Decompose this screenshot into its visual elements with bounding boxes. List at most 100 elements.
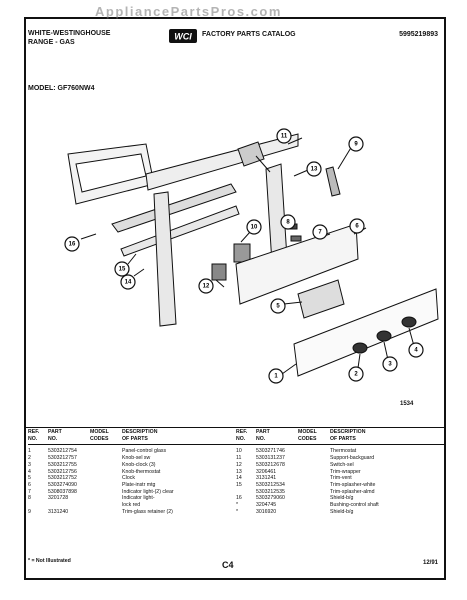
svg-text:14: 14 [125,280,132,286]
callout-8: 8 [280,214,296,230]
model-code-cell [90,448,122,455]
ref-cell: 7 [28,488,31,495]
part-number-cell: 5303131237 [256,455,285,462]
description-cell: Indicator light- [122,495,155,502]
footnote: * = Not Illustrated [28,558,71,564]
ref-cell: 8 [28,495,31,502]
part-10-thermostat [233,243,251,263]
callout-14: 14 [120,274,136,290]
callout-12: 12 [198,278,214,294]
description-cell: Indicator light-(2) clear [122,488,174,495]
description-cell: Plate-instr mtg [122,481,156,488]
model-code-cell [298,475,330,482]
model-code-cell [298,462,330,469]
model-code-cell [90,495,122,502]
description-cell: lock red [122,502,141,509]
ref-cell: * [236,502,239,509]
part-number-cell: 5303212754 [48,448,77,455]
model-code-cell [90,475,122,482]
model-code-cell [90,509,122,516]
ref-header: REF.NO. [236,429,248,442]
watermark: AppliancePartsPros.com [95,4,282,19]
ref-cell: 16 [236,495,242,502]
model-code-cell [90,455,122,462]
svg-text:1: 1 [274,374,278,380]
part-number-cell: 3016920 [256,508,277,515]
description-cell: Shield-b/g [330,508,354,515]
svg-text:5: 5 [276,304,280,310]
ref-header: REF.NO. [28,429,40,442]
model-code-cell [90,462,122,469]
part-4-knob [401,316,417,328]
svg-text:2: 2 [354,372,358,378]
ref-cell: 13 [236,468,242,475]
part-number-cell: 3201728 [48,495,69,502]
callout-4: 4 [408,342,424,358]
part-12-switch [211,263,227,281]
model-code-cell [298,502,330,509]
part-number-cell: 5303212534 [256,481,285,488]
svg-text:10: 10 [251,225,258,231]
part-number-cell: 3131240 [48,508,69,515]
svg-text:13: 13 [311,167,318,173]
ref-cell: 4 [28,468,31,475]
description-cell: Trim-glass retainer (2) [122,508,173,515]
part-number-cell: 5303279060 [256,495,285,502]
svg-text:WCI: WCI [174,32,192,42]
part-number-cell: 5303212757 [48,455,77,462]
description-cell: Panel-control glass [122,448,167,455]
parts-table-row: 1 5303212754 Panel-control glass [28,448,236,455]
part-1-glass [293,288,439,377]
model-code-cell [298,489,330,496]
svg-text:15: 15 [119,267,126,273]
part-5-clock [297,279,345,319]
part-number-cell: 5303212678 [256,461,285,468]
model-code-cell [90,482,122,489]
svg-text:7: 7 [318,230,322,236]
svg-text:4: 4 [414,348,418,354]
description-cell: Knob-sel sw [122,455,151,462]
page-number: C4 [222,560,234,570]
brand-line-2: RANGE - GAS [28,39,75,46]
ref-cell: 5 [28,475,31,482]
ref-cell: 1 [28,448,31,455]
part-15-trim [111,183,237,233]
revision-date: 12/91 [422,560,438,566]
part-number-cell: 5303271746 [256,448,285,455]
callout-1: 1 [268,368,284,384]
exploded-parts-diagram: 16 15 14 11 13 9 10 8 7 6 12 5 1 2 3 4 [64,128,439,384]
svg-text:6: 6 [355,224,359,230]
description-cell: Trim-wrapper [330,468,361,475]
model-code-cell [298,482,330,489]
model-code-cell [298,495,330,502]
ref-cell: 3 [28,461,31,468]
description-cell: Knob-thermostat [122,468,161,475]
description-cell: Trim-splasher-white [330,481,376,488]
ref-cell: 11 [236,455,242,462]
callout-9: 9 [348,136,364,152]
divider [26,427,444,428]
model-code-cell [298,469,330,476]
ref-cell: 12 [236,461,242,468]
callout-5: 5 [270,298,286,314]
callout-11: 11 [276,128,292,144]
callout-3: 3 [382,356,398,372]
model-code-cell [90,502,122,509]
part-number-cell: 5303212755 [48,461,77,468]
model-code-cell [298,509,330,516]
ref-cell [236,489,256,496]
